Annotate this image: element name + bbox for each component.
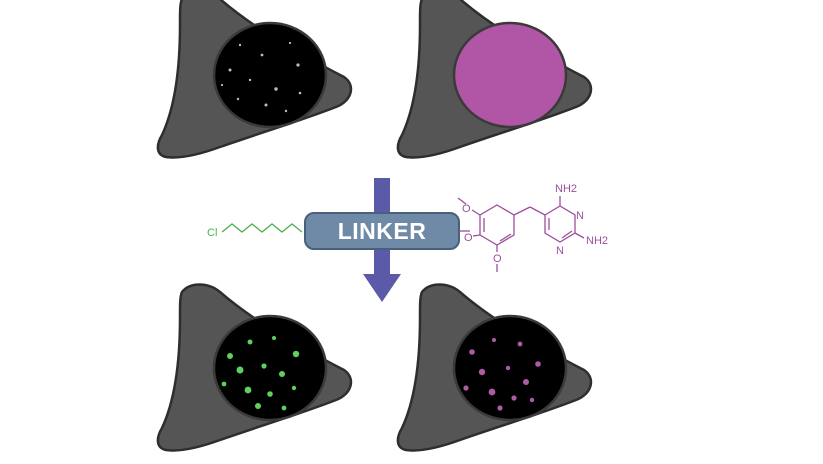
methoxy-top-label: O: [462, 203, 471, 215]
cell-bottom-left: [156, 283, 353, 452]
green-puncta: [221, 336, 300, 411]
cell-top-right: [396, 0, 593, 159]
linker-box: LINKER: [304, 212, 460, 250]
amine-right-label: NH2: [586, 235, 608, 247]
cell-bottom-right: [396, 283, 593, 452]
ring-nitrogen-2-label: N: [556, 245, 564, 257]
ring-nitrogen-1-label: N: [576, 210, 584, 222]
chloroalkane-chain: Cl: [207, 223, 303, 239]
chlorine-label: Cl: [207, 227, 217, 239]
nucleus-dark: [212, 21, 328, 129]
amine-top-label: NH2: [555, 183, 577, 195]
nucleus-dark: [212, 314, 328, 422]
cell-top-left: [156, 0, 353, 159]
background-specks: [220, 41, 302, 113]
methoxy-bottom-label: O: [493, 253, 502, 265]
linker-label: LINKER: [338, 218, 427, 244]
nucleus-magenta: [452, 21, 568, 129]
trimethoprim-structure: O O O N N NH2 NH2: [457, 183, 608, 272]
purple-puncta: [463, 338, 541, 411]
methoxy-middle-label: O: [464, 232, 473, 244]
